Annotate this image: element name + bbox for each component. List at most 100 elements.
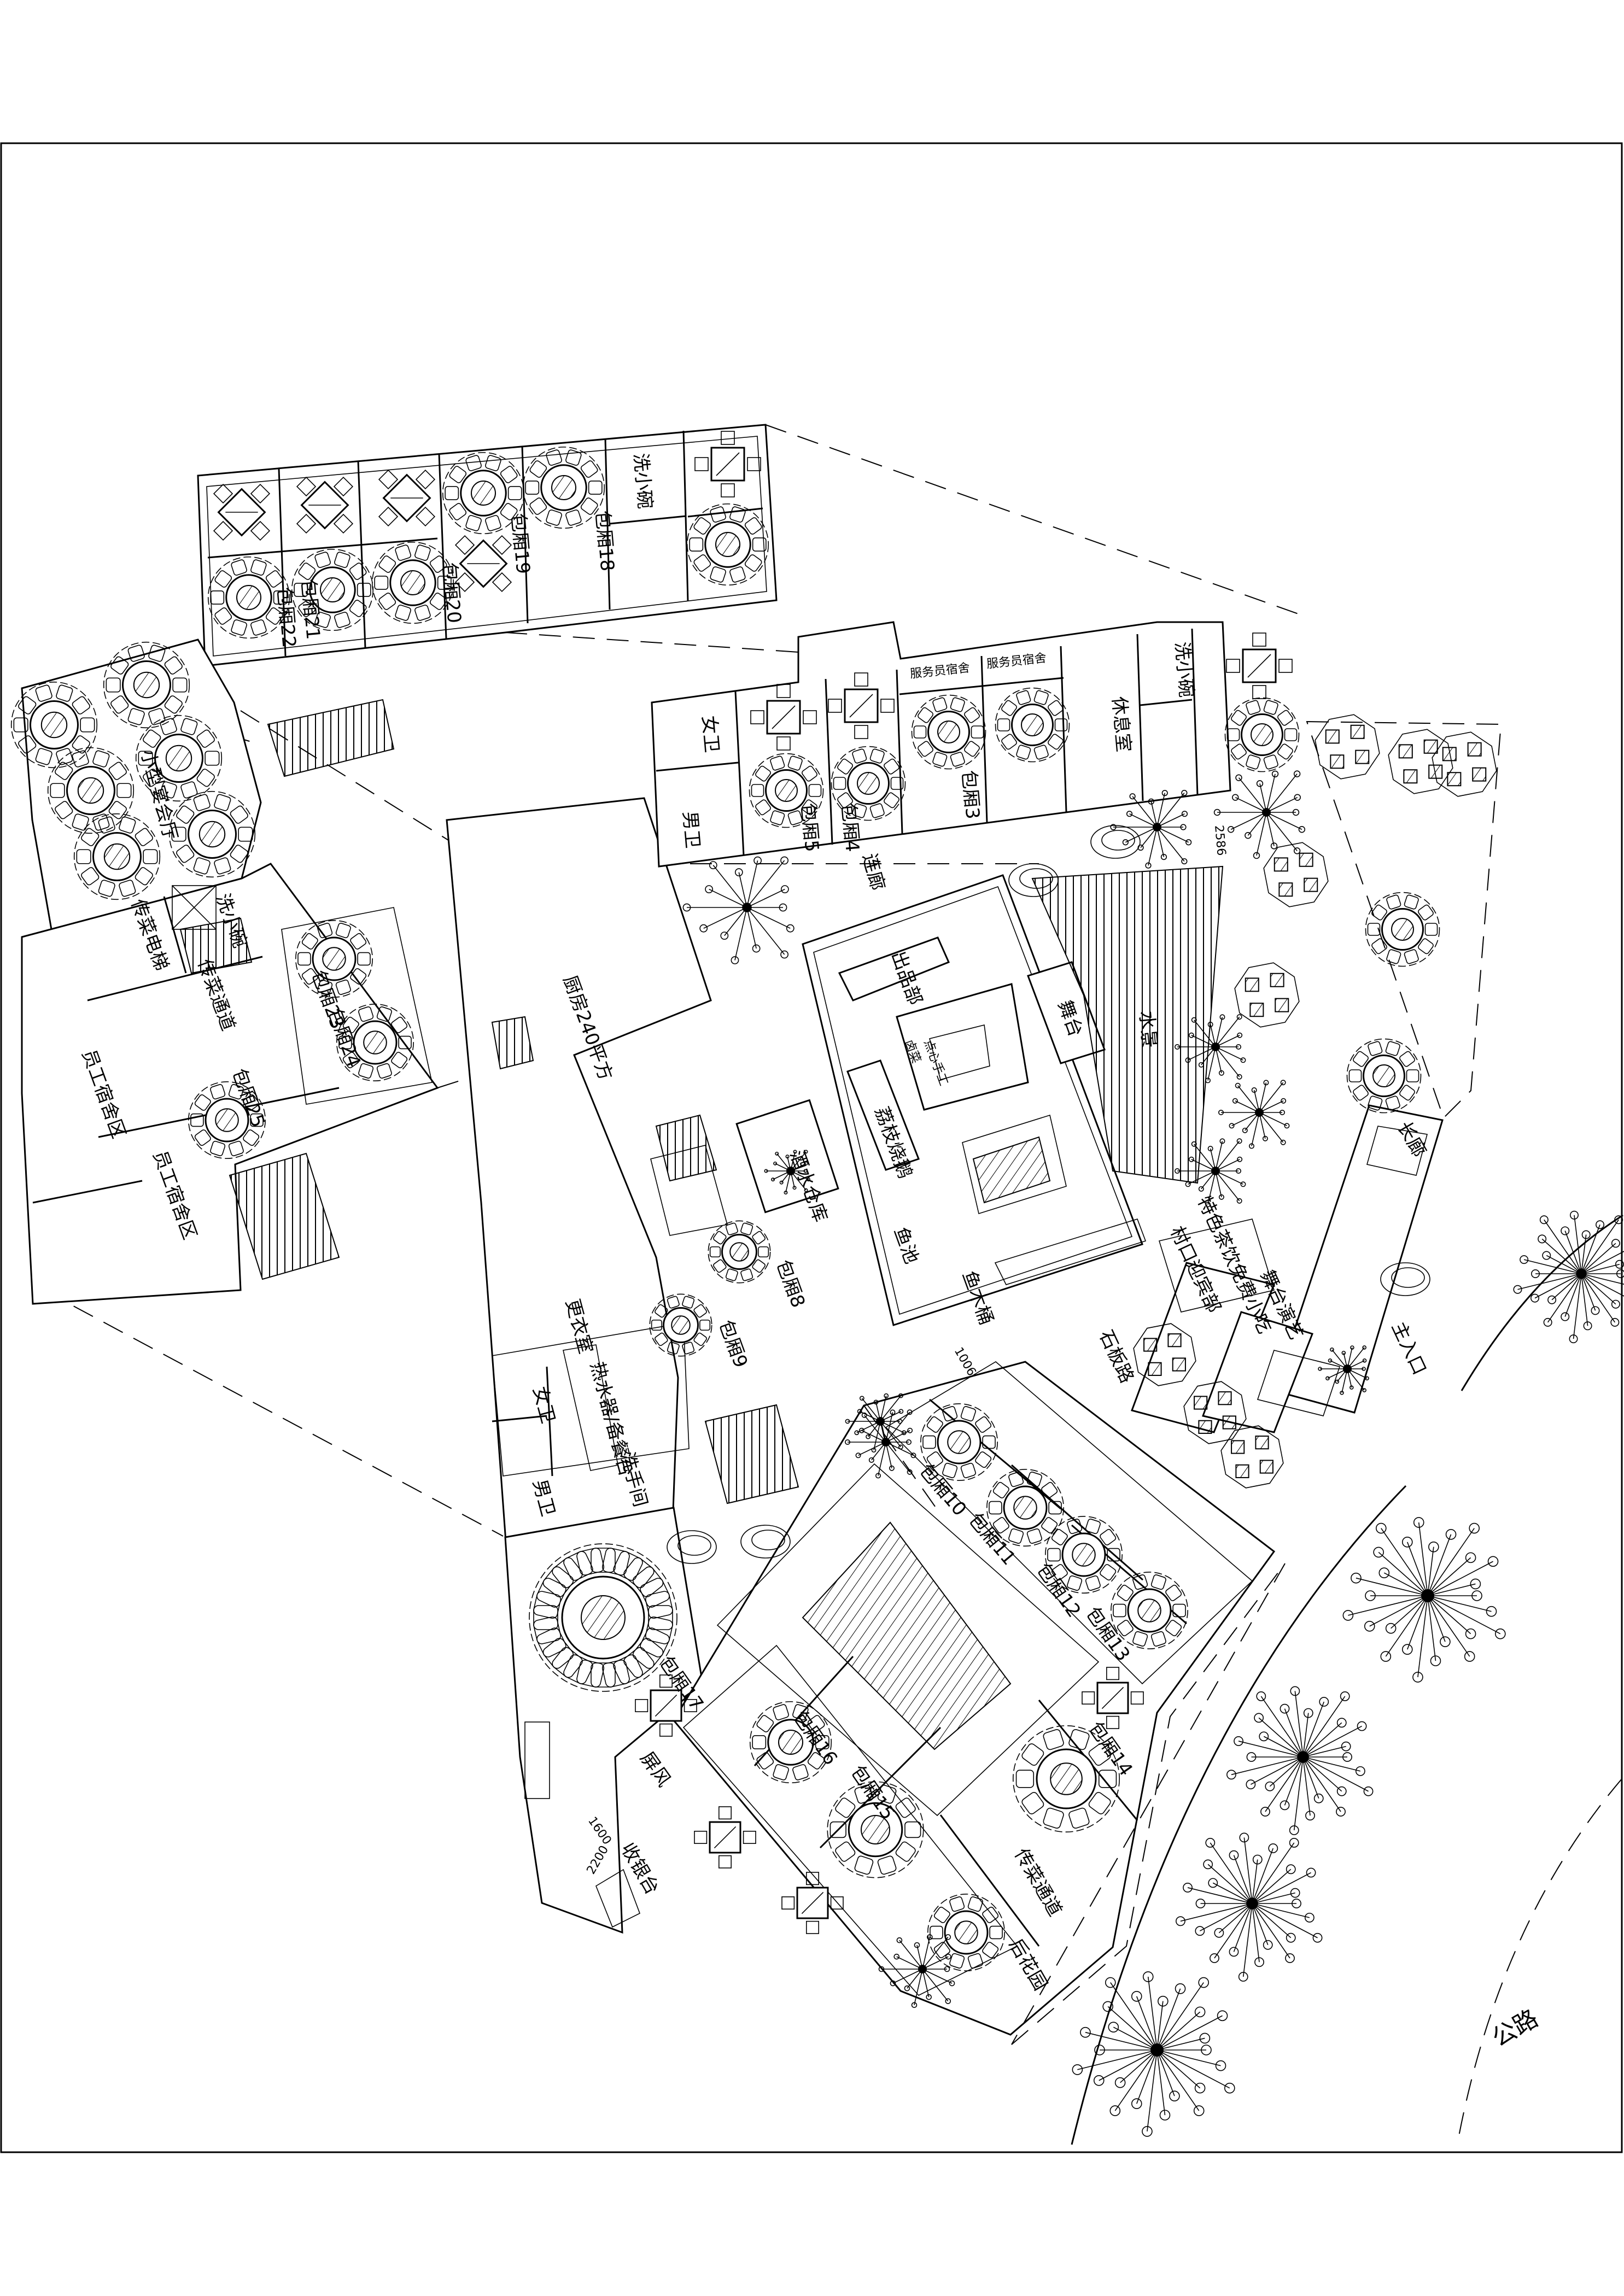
chair xyxy=(213,483,233,504)
chair xyxy=(250,559,267,576)
chair xyxy=(1165,1584,1182,1601)
chair xyxy=(682,1296,695,1309)
chair xyxy=(693,1332,707,1346)
chair xyxy=(230,805,248,824)
chair xyxy=(143,729,161,748)
round-table xyxy=(168,790,256,878)
chair xyxy=(890,777,904,790)
chair xyxy=(829,1821,846,1838)
tree-icon xyxy=(1513,1210,1624,1344)
chair xyxy=(918,741,933,757)
chair xyxy=(294,583,308,597)
chair xyxy=(802,765,817,782)
chair xyxy=(196,769,215,787)
tree-icon xyxy=(1218,1080,1290,1149)
tree-icon xyxy=(1226,1686,1374,1835)
chair xyxy=(193,794,211,811)
chair xyxy=(758,1246,769,1258)
chair xyxy=(1263,700,1278,715)
chair xyxy=(1113,1603,1126,1618)
dimension-label: 1006 xyxy=(951,1345,979,1379)
chair xyxy=(904,1821,921,1838)
chair xyxy=(378,506,399,527)
chair xyxy=(992,1481,1009,1498)
chair xyxy=(250,483,271,504)
chair xyxy=(374,576,389,590)
chair xyxy=(18,696,37,714)
chair xyxy=(710,566,726,583)
chair xyxy=(449,466,467,483)
chair xyxy=(659,1723,673,1737)
chair xyxy=(552,1647,583,1678)
chair xyxy=(536,1627,566,1657)
chair xyxy=(710,506,726,523)
water-feature-label: 水景 xyxy=(1135,1010,1160,1049)
chair xyxy=(333,513,354,534)
patio-umbrella-table xyxy=(1432,731,1497,797)
room-label: 包厢21 xyxy=(297,578,324,640)
square-table xyxy=(1226,632,1293,699)
chair xyxy=(334,552,350,568)
chair xyxy=(190,1113,204,1127)
chair xyxy=(342,1016,359,1033)
chair xyxy=(982,1942,999,1959)
round-table xyxy=(708,1220,771,1284)
round-table xyxy=(749,1701,832,1784)
chair xyxy=(193,857,211,875)
square-table xyxy=(781,1872,844,1934)
chair xyxy=(1041,1481,1058,1498)
chair xyxy=(231,559,247,576)
chair xyxy=(485,455,501,471)
chair xyxy=(792,1764,809,1780)
chair xyxy=(1368,1041,1383,1056)
chair xyxy=(465,515,482,531)
chair xyxy=(770,810,785,825)
chair xyxy=(776,736,791,751)
chair xyxy=(942,1462,958,1478)
chair xyxy=(1088,1743,1111,1766)
chair xyxy=(718,1806,732,1820)
chair xyxy=(694,457,709,471)
men-wc-label: 男卫 xyxy=(679,810,704,849)
chair xyxy=(317,923,333,939)
chair xyxy=(1277,710,1293,726)
chair xyxy=(682,1342,695,1355)
chair xyxy=(1399,1085,1415,1101)
chair xyxy=(1047,1548,1061,1562)
room-label: 包厢5 xyxy=(797,802,823,853)
chair xyxy=(250,520,271,541)
chair xyxy=(314,552,331,568)
chair xyxy=(1085,1519,1101,1534)
chair xyxy=(591,1548,616,1573)
square-table xyxy=(1082,1667,1144,1729)
chair xyxy=(210,1140,226,1156)
chair xyxy=(342,1052,359,1069)
chair xyxy=(1001,734,1017,750)
chair xyxy=(1132,1574,1148,1590)
chair xyxy=(792,1704,809,1720)
chair xyxy=(740,1268,753,1281)
round-table xyxy=(1045,1516,1123,1594)
chair xyxy=(744,517,762,535)
chair xyxy=(837,758,853,775)
round-table xyxy=(1346,1038,1422,1114)
chair xyxy=(180,718,198,735)
chair xyxy=(576,1659,605,1688)
chair xyxy=(415,469,436,490)
chair xyxy=(357,583,371,597)
chair xyxy=(1098,1770,1117,1788)
chair xyxy=(632,1566,664,1597)
chair xyxy=(335,979,351,995)
chair xyxy=(1150,1574,1166,1590)
square-table xyxy=(694,1806,756,1869)
chair xyxy=(529,460,547,478)
tree-icon xyxy=(845,1393,907,1453)
chair xyxy=(752,1259,766,1273)
chair xyxy=(135,867,153,886)
road xyxy=(1071,1214,1623,2145)
round-table xyxy=(920,1403,998,1481)
chair xyxy=(238,827,253,842)
chair xyxy=(635,1699,649,1713)
rock-icon xyxy=(1090,825,1141,859)
chair xyxy=(729,506,746,523)
